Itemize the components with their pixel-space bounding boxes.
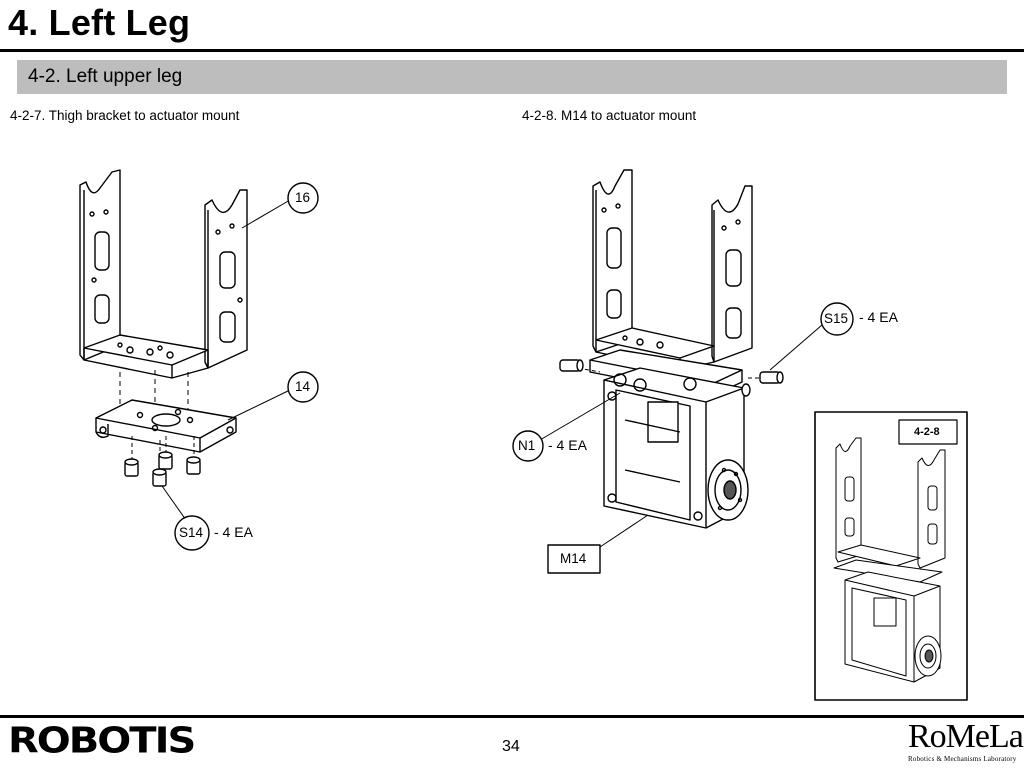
screws-s15-drawing <box>559 359 784 397</box>
page-title: 4. Left Leg <box>8 2 191 43</box>
actuator-mount-drawing <box>95 399 237 453</box>
callout-s14-circle <box>174 515 210 551</box>
callout-14-circle <box>287 371 319 403</box>
robotis-logo: ROBOTIS <box>8 720 196 762</box>
romela-logo: RoMeLa <box>908 718 1024 755</box>
step-title-4-2-7: 4-2-7. Thigh bracket to actuator mount <box>10 108 240 123</box>
callout-n1-circle <box>512 430 544 462</box>
footer-divider <box>0 715 1024 718</box>
title-divider <box>0 49 1024 52</box>
callout-m14-label: M14 <box>560 551 587 566</box>
section-header-bar <box>17 60 1007 94</box>
romela-logo-subtitle: Robotics & Mechanisms Laboratory <box>908 755 1017 763</box>
callout-14-label: 14 <box>295 379 311 394</box>
callout-s15-label: S15 <box>824 311 849 326</box>
callout-m14-box <box>547 544 601 574</box>
m14-bracket-drawing <box>589 169 753 397</box>
inset-assembled-drawing <box>833 437 946 683</box>
inset-label-box <box>898 419 958 445</box>
callout-n1-quantity: - 4 EA <box>548 437 587 453</box>
callout-16-circle <box>287 182 319 214</box>
callout-s15-circle <box>820 302 854 336</box>
page-number: 34 <box>502 738 520 755</box>
section-title: 4-2. Left upper leg <box>28 66 183 87</box>
m14-actuator-drawing <box>603 367 749 529</box>
callout-s14-quantity: - 4 EA <box>214 524 253 540</box>
inset-step-label: 4-2-8 <box>914 426 940 438</box>
callout-16-label: 16 <box>295 190 311 205</box>
callout-n1-label: N1 <box>518 438 536 453</box>
thigh-bracket-drawing <box>79 169 248 415</box>
step-title-4-2-8: 4-2-8. M14 to actuator mount <box>522 108 697 123</box>
callout-s14-label: S14 <box>179 525 204 540</box>
callout-s15-quantity: - 4 EA <box>859 309 898 325</box>
screws-s14-drawing <box>124 436 201 487</box>
